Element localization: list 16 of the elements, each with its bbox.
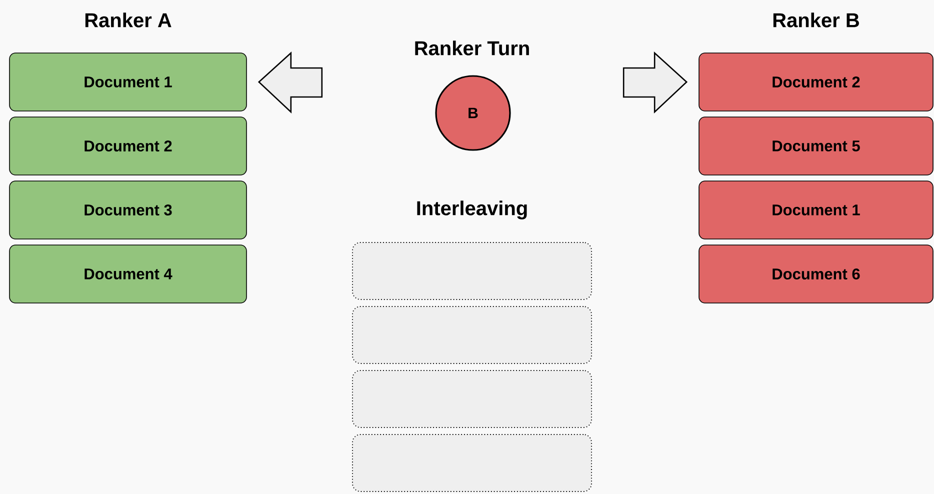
document-box: Document 1 [9, 52, 247, 112]
document-box: Document 6 [698, 244, 934, 304]
heading: Interleaving [417, 200, 527, 220]
document-box: Document 1 [698, 180, 934, 240]
heading: Ranker B [773, 12, 859, 28]
document-box: Document 3 [9, 180, 247, 240]
empty-slot-box [352, 242, 592, 300]
empty-slot-box [352, 306, 592, 364]
document-box: Document 4 [9, 244, 247, 304]
empty-slot-box [352, 370, 592, 428]
heading: Ranker A [85, 12, 172, 28]
heading: Ranker Turn [415, 40, 529, 56]
empty-slot-box [352, 434, 592, 492]
document-box: Document 5 [698, 116, 934, 176]
document-box: Document 2 [698, 52, 934, 112]
document-box: Document 2 [9, 116, 247, 176]
